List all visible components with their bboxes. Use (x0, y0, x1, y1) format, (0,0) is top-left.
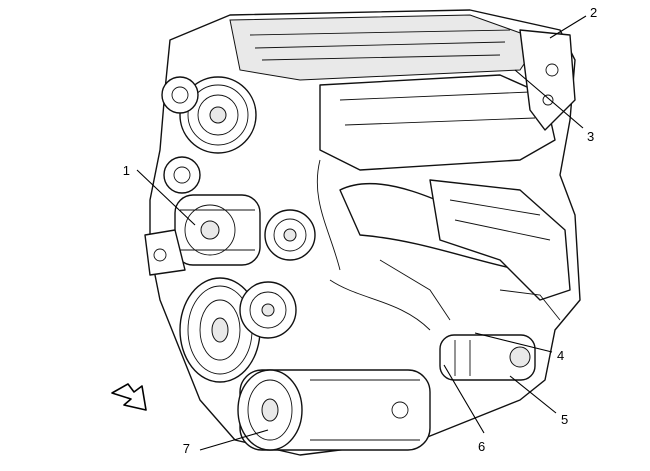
upper-idler-pulley (179, 76, 257, 154)
right-bracket (519, 29, 576, 131)
exhaust-manifold (429, 179, 571, 301)
callout-3: 3 (587, 129, 594, 144)
engine-illustration (144, 9, 581, 456)
callout-labels: 1 2 3 4 5 6 7 (123, 5, 597, 456)
leader-line-4 (474, 332, 553, 353)
front-direction-arrow-icon (111, 383, 147, 411)
callout-5: 5 (561, 412, 568, 427)
leader-line-6 (443, 364, 485, 434)
callout-7: 7 (183, 441, 190, 456)
left-small-pulleys (161, 76, 201, 194)
leader-line-5 (509, 375, 557, 414)
alternator (174, 194, 261, 266)
callout-1: 1 (123, 163, 130, 178)
callout-2: 2 (590, 5, 597, 20)
leader-line-3 (514, 69, 584, 129)
leader-line-1 (136, 169, 196, 226)
leader-line-2 (549, 15, 587, 39)
intake-plenum (319, 74, 556, 171)
callout-4: 4 (557, 348, 564, 363)
tensioner-pulley (239, 281, 297, 339)
callout-6: 6 (478, 439, 485, 454)
starter-motor-body (439, 334, 536, 381)
leader-lines (136, 15, 587, 451)
leader-line-7 (199, 429, 269, 451)
ac-compressor-body (237, 369, 431, 451)
water-pump-pulley (264, 209, 316, 261)
